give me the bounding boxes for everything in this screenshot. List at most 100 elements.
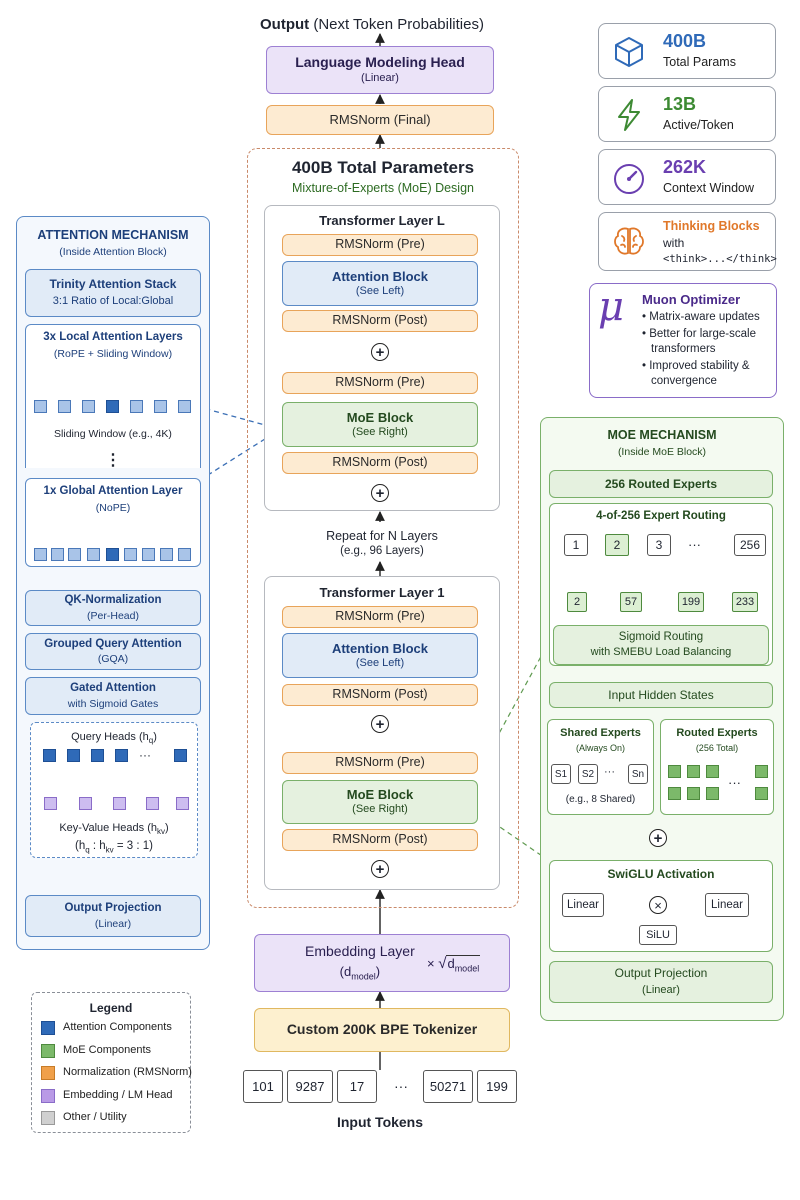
muon-bullet-3-cont: convergence: [651, 375, 717, 387]
stat-total-params: 400B Total Params: [598, 23, 776, 79]
routed-expert: [706, 787, 719, 800]
local-token: [154, 400, 167, 413]
routed-ellipsis: ···: [728, 775, 741, 790]
legend-label-embedding: Embedding / LM Head: [63, 1089, 173, 1101]
kv-head: [113, 797, 126, 810]
layer-1-norm-pre-1[interactable]: RMSNorm (Pre): [282, 606, 478, 628]
kv-heads-label: Key-Value Heads (hkv): [59, 822, 169, 837]
moe-output-projection[interactable]: Output Projection (Linear): [549, 961, 773, 1003]
legend-title: Legend: [89, 1001, 133, 1015]
layer-l-norm-post-1[interactable]: RMSNorm (Post): [282, 310, 478, 332]
gate-multiply: ×: [649, 896, 667, 914]
attention-panel-subtitle: (Inside Attention Block): [59, 246, 167, 258]
shared-experts-title: Shared Experts: [560, 727, 641, 739]
layer-1-norm-pre-2[interactable]: RMSNorm (Pre): [282, 752, 478, 774]
layer-l-attention-block[interactable]: Attention Block (See Left): [282, 261, 478, 306]
embedding-label-group: Embedding Layer (dmodel): [305, 943, 415, 982]
global-token: [124, 548, 137, 561]
moe-panel-subtitle: (Inside MoE Block): [617, 446, 707, 458]
routed-expert: [706, 765, 719, 778]
shared-experts-sub: (Always On): [575, 743, 625, 753]
local-attention-sub: (RoPE + Sliding Window): [53, 348, 173, 360]
routed-expert: [668, 765, 681, 778]
query-heads-label: Query Heads (hq): [71, 731, 157, 746]
lm-head-box[interactable]: Language Modeling Head (Linear): [266, 46, 494, 94]
muon-bullet-2-cont: transformers: [651, 343, 716, 355]
routed-expert: [687, 787, 700, 800]
local-token-current: [106, 400, 119, 413]
global-token: [68, 548, 81, 561]
moe-combine-add: +: [649, 829, 667, 847]
global-token: [51, 548, 64, 561]
layer-1-norm-post-1[interactable]: RMSNorm (Post): [282, 684, 478, 706]
silu: SiLU: [639, 925, 677, 945]
input-hidden-states[interactable]: Input Hidden States: [549, 682, 773, 708]
selected-expert: 199: [678, 592, 704, 612]
expert-3: 3: [647, 534, 671, 556]
routed-experts-sub: (256 Total): [695, 743, 739, 753]
layer-1-add-1: +: [371, 715, 389, 733]
global-token: [160, 548, 173, 561]
expert-ellipsis: ···: [688, 537, 701, 552]
global-token: [34, 548, 47, 561]
layer-l-norm-pre-2[interactable]: RMSNorm (Pre): [282, 372, 478, 394]
global-attention-sub: (NoPE): [95, 502, 131, 514]
token-4: 50271: [423, 1070, 473, 1103]
grouped-query-attention[interactable]: Grouped Query Attention (GQA): [25, 633, 201, 670]
muon-bullet-1: • Matrix-aware updates: [642, 311, 760, 323]
layer-1-moe-block[interactable]: MoE Block (See Right): [282, 780, 478, 824]
attention-output-projection[interactable]: Output Projection (Linear): [25, 895, 201, 937]
layer-1-attention-block[interactable]: Attention Block (See Left): [282, 633, 478, 678]
attention-panel-title: ATTENTION MECHANISM: [37, 228, 189, 242]
shared-expert: S2: [578, 764, 598, 784]
linear-in: Linear: [562, 893, 604, 917]
global-token-current: [106, 548, 119, 561]
expert-256: 256: [734, 534, 766, 556]
input-tokens-label: Input Tokens: [336, 1114, 424, 1130]
expert-1: 1: [564, 534, 588, 556]
local-attention-box[interactable]: [25, 324, 201, 468]
tokenizer-box[interactable]: Custom 200K BPE Tokenizer: [254, 1008, 510, 1052]
linear-out: Linear: [705, 893, 749, 917]
routed-experts-header[interactable]: 256 Routed Experts: [549, 470, 773, 498]
gated-attention[interactable]: Gated Attention with Sigmoid Gates: [25, 677, 201, 715]
qk-normalization[interactable]: QK-Normalization (Per-Head): [25, 590, 201, 626]
muon-optimizer-card: μ Muon Optimizer • Matrix-aware updates …: [589, 283, 777, 398]
stat-context-window: 262K Context Window: [598, 149, 776, 205]
embedding-layer-box[interactable]: Embedding Layer (dmodel) × √dmodel: [254, 934, 510, 992]
trinity-attention-stack[interactable]: Trinity Attention Stack 3:1 Ratio of Loc…: [25, 269, 201, 317]
muon-bullet-3: • Improved stability &: [642, 360, 750, 372]
local-token: [82, 400, 95, 413]
layer-1-norm-post-2[interactable]: RMSNorm (Post): [282, 829, 478, 851]
routed-expert: [687, 765, 700, 778]
brain-icon: [614, 227, 644, 255]
gqa-heads-diagram: [30, 722, 198, 858]
kv-head: [44, 797, 57, 810]
sigmoid-routing[interactable]: Sigmoid Routing with SMEBU Load Balancin…: [553, 625, 769, 665]
local-token: [58, 400, 71, 413]
layer-l-norm-pre-1[interactable]: RMSNorm (Pre): [282, 234, 478, 256]
local-token: [130, 400, 143, 413]
center-panel: [247, 148, 519, 908]
cube-icon: [615, 37, 643, 67]
embedding-sqrt-term: dmodel: [446, 955, 481, 974]
global-token: [178, 548, 191, 561]
global-token: [87, 548, 100, 561]
routed-expert: [668, 787, 681, 800]
layer-l-norm-post-2[interactable]: RMSNorm (Post): [282, 452, 478, 474]
global-attention-title: 1x Global Attention Layer: [43, 485, 183, 497]
muon-bullet-2: • Better for large-scale: [642, 328, 756, 340]
legend: [31, 992, 191, 1133]
token-5: 199: [477, 1070, 517, 1103]
stat-thinking-blocks: Thinking Blocks with <think>...</think>: [598, 212, 777, 271]
embedding-d-model: (dmodel): [339, 963, 381, 982]
shared-expert: S1: [551, 764, 571, 784]
query-head: [67, 749, 80, 762]
token-ellipsis: ···: [394, 1078, 408, 1094]
global-token: [142, 548, 155, 561]
query-ellipsis: ···: [139, 748, 151, 762]
layer-l-moe-block[interactable]: MoE Block (See Right): [282, 402, 478, 447]
repeat-sub: (e.g., 96 Layers): [340, 545, 424, 557]
final-norm-box[interactable]: RMSNorm (Final): [266, 105, 494, 135]
moe-panel-title: MOE MECHANISM: [607, 428, 717, 442]
